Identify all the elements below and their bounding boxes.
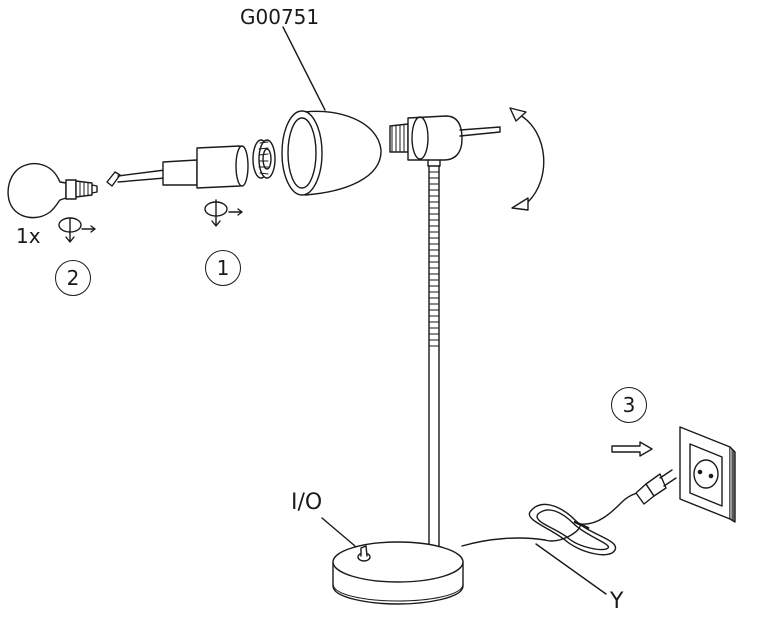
model-code-leader: [282, 26, 326, 111]
direction-arrow-icon: [611, 441, 653, 457]
rotate-arrow-icon: [204, 199, 243, 227]
lamp-socket: [162, 145, 249, 189]
cord-leader: [535, 543, 607, 595]
model-code: G00751: [240, 5, 320, 29]
on-off-switch: [357, 545, 371, 562]
gooseneck-arm: [428, 165, 440, 351]
power-plug: [635, 469, 677, 505]
ring-nut: [252, 139, 276, 179]
lamp-stem: [424, 349, 444, 555]
switch-label: I/O: [291, 490, 323, 515]
tilt-arrow-icon: [509, 107, 545, 211]
wall-socket: [679, 426, 736, 523]
cord-label: Y: [610, 589, 624, 614]
socket-rod: [106, 169, 166, 187]
power-cord: [461, 491, 641, 556]
step-badge-1: 1: [205, 250, 241, 286]
step-badge-2: 2: [55, 260, 91, 296]
light-bulb: [7, 162, 98, 219]
rotate-arrow-icon: [58, 217, 96, 243]
switch-leader: [321, 517, 356, 547]
bulb-quantity: 1x: [16, 224, 41, 248]
lamp-shade: [281, 110, 382, 196]
step-badge-3: 3: [611, 387, 647, 423]
lamp-head-joint: [389, 115, 501, 167]
lamp-base: [332, 541, 464, 605]
